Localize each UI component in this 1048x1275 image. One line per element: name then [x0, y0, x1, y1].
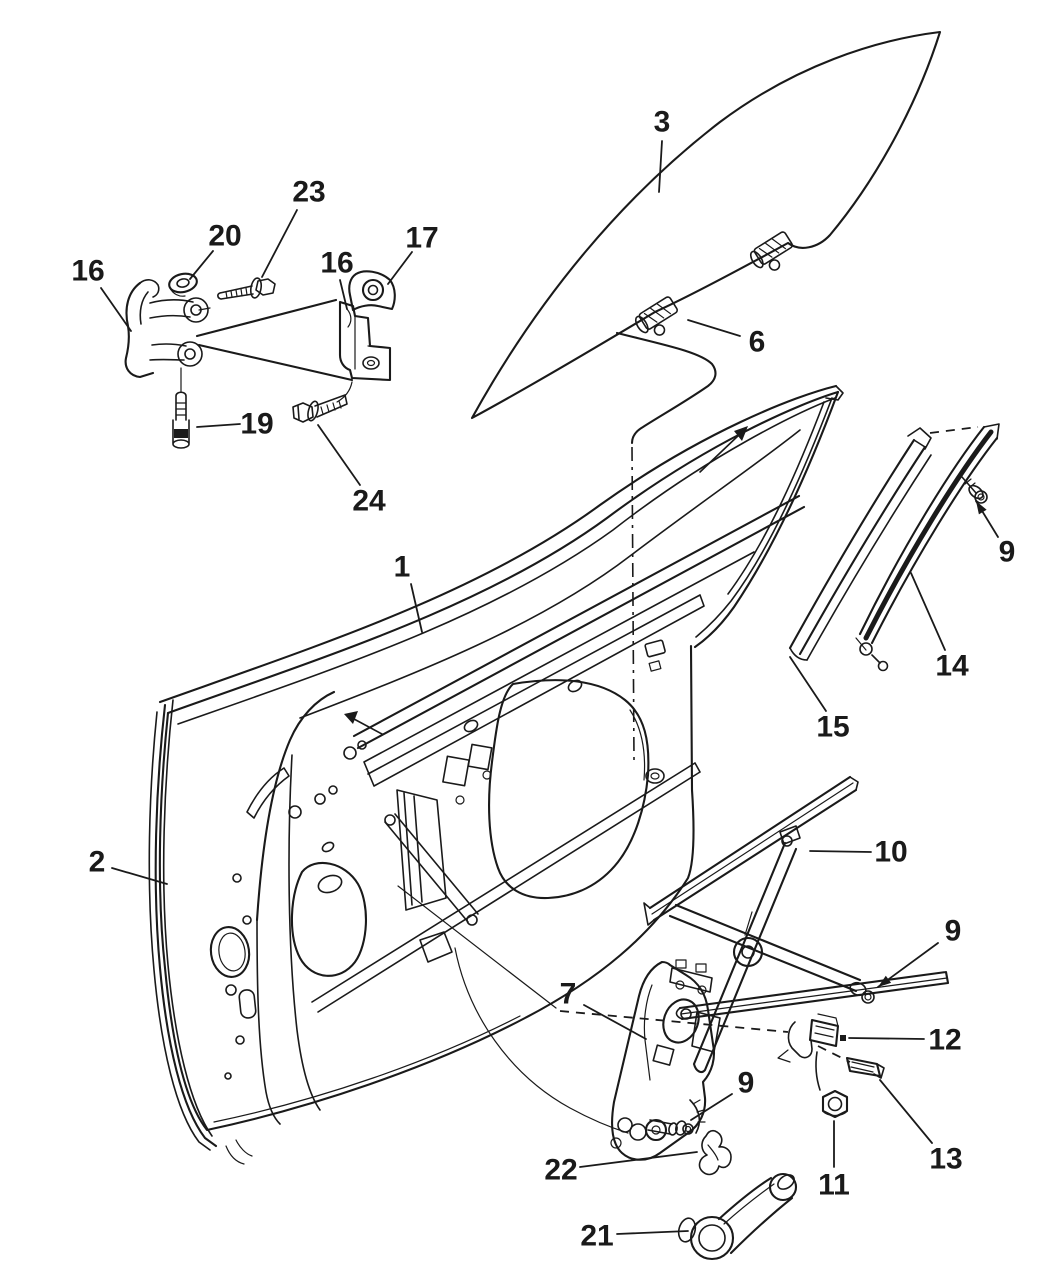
assembly-arrow-sill: [344, 711, 383, 735]
part-number-label-20: 20: [208, 220, 241, 253]
part-number-label-21: 21: [580, 1220, 613, 1253]
leader-line-23: [261, 209, 298, 278]
pin-19-drawing: [172, 367, 190, 449]
leader-line-17: [387, 251, 413, 285]
hinge-connector-lines: [195, 298, 354, 382]
leader-line-21: [616, 1230, 689, 1235]
leader-line-19: [196, 423, 241, 428]
nut-11-drawing: [821, 1089, 849, 1119]
regulator-arms-drawing: [668, 841, 950, 1074]
bolt-23-drawing: [217, 277, 276, 300]
part-number-label-16: 16: [320, 247, 353, 280]
part-number-label-23: 23: [292, 176, 325, 209]
door-shell-drawing: [148, 384, 851, 1165]
part-number-label-11: 11: [818, 1169, 850, 1202]
part-number-label-13: 13: [929, 1143, 962, 1176]
glass-clip-upper-drawing: [749, 231, 794, 271]
door-glass-drawing: [470, 30, 942, 761]
leader-line-14: [910, 572, 946, 651]
leader-line-16: [339, 279, 348, 310]
regulator-body-drawing: [610, 959, 721, 1161]
part-number-label-9: 9: [999, 536, 1016, 569]
part-number-label-12: 12: [928, 1024, 961, 1057]
part-number-label-9: 9: [945, 915, 962, 948]
run-channel-15-drawing: [788, 427, 932, 661]
part-number-label-22: 22: [544, 1154, 577, 1187]
part-number-label-24: 24: [352, 485, 386, 518]
upper-hinge-drawing: [124, 279, 209, 379]
leader-line-22: [579, 1151, 698, 1168]
part-number-label-1: 1: [394, 551, 411, 584]
part-number-label-17: 17: [405, 222, 438, 255]
run-channel-14-drawing: [855, 423, 1000, 672]
leader-line-3: [658, 140, 663, 193]
regulator-rail-drawing: [643, 775, 859, 926]
crank-handle-drawing: [677, 1172, 798, 1261]
part-number-label-2: 2: [89, 846, 106, 879]
screw-9-bottom-drawing: [675, 1120, 694, 1136]
leader-line-24: [317, 424, 361, 486]
leader-line-13: [879, 1079, 933, 1144]
leader-line-7: [583, 1004, 647, 1040]
part-number-label-10: 10: [874, 836, 907, 869]
leader-arrowhead-9: [976, 501, 987, 515]
part-number-label-3: 3: [654, 106, 671, 139]
part-number-label-15: 15: [816, 711, 849, 744]
channel-dash-line: [929, 426, 979, 434]
leader-line-1: [410, 583, 423, 633]
leader-line-2: [111, 867, 168, 885]
bolt-24-drawing: [292, 394, 348, 423]
part-number-label-16: 16: [71, 255, 104, 288]
clip-13-drawing: [845, 1056, 885, 1079]
leader-line-6: [687, 319, 741, 337]
lower-hinge-drawing: [336, 270, 396, 403]
glass-clip-lower-drawing: [634, 296, 679, 336]
leader-line-10: [809, 850, 872, 853]
screw-9-top-drawing: [961, 476, 988, 504]
leader-line-12: [848, 1037, 925, 1040]
part-number-label-6: 6: [749, 326, 766, 359]
leader-line-16: [100, 287, 132, 332]
part-number-label-19: 19: [240, 408, 273, 441]
clip-12-drawing: [777, 1013, 846, 1091]
alignment-dash-line: [631, 446, 635, 761]
part-number-label-14: 14: [935, 650, 969, 683]
part-number-label-9: 9: [738, 1067, 755, 1100]
leader-line-20: [189, 250, 214, 280]
washer-20-drawing: [168, 272, 198, 297]
assembly-arrow-frame: [699, 426, 748, 473]
leader-line-9: [690, 1093, 733, 1121]
part-number-label-7: 7: [560, 978, 577, 1011]
screw-9-mid-drawing: [849, 981, 875, 1004]
retainer-clip-22-drawing: [698, 1129, 732, 1176]
leader-line-15: [789, 656, 827, 712]
leader-arrowhead-9: [878, 975, 892, 987]
